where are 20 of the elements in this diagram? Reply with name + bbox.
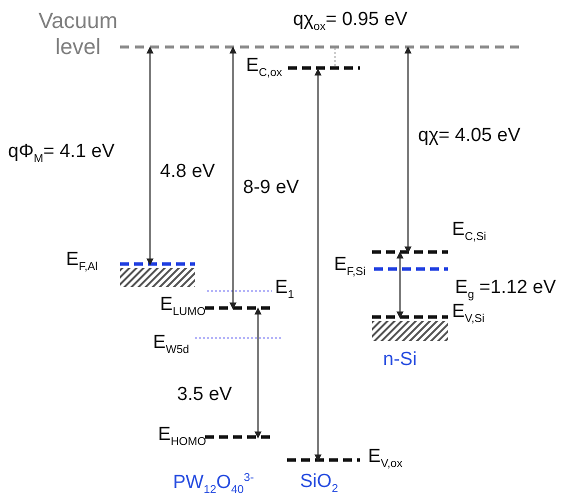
value-label: 3.5 eV (177, 385, 232, 406)
energy-level-label: E$_{F,Al}$ (66, 250, 98, 274)
value-label: 4.8 eV (160, 162, 215, 183)
energy-level-label: E$_{C,ox}$ (246, 56, 282, 80)
energy-level-label: E$_{V,Si}$ (452, 302, 485, 326)
energy-level-label: E$_{V,ox}$ (368, 447, 402, 471)
energy-level-label: E$_{W5d}$ (153, 333, 190, 357)
material-label: n-Si (383, 350, 417, 371)
energy-level-label: E$_{F,Si}$ (334, 255, 366, 279)
energy-level-label: E$_{C,Si}$ (452, 220, 486, 244)
energy-level-label: E$_{HOMO}$ (158, 425, 206, 449)
value-label: qχ= 4.05 eV (418, 126, 520, 147)
vacuum-level-label: Vacuum level (37, 8, 119, 60)
value-label: qχ$_{ox}$= 0.95 eV (293, 10, 408, 34)
value-label: E$_{g}$ =1.12 eV (455, 278, 556, 302)
value-label: 8-9 eV (243, 178, 299, 199)
energy-level-label: E$_{1}$ (275, 278, 294, 302)
material-label: SiO$_{2}$ (300, 472, 338, 496)
value-label: qΦ$_{M}$= 4.1 eV (8, 142, 115, 166)
energy-level-label: E$_{LUMO}$ (160, 295, 206, 319)
